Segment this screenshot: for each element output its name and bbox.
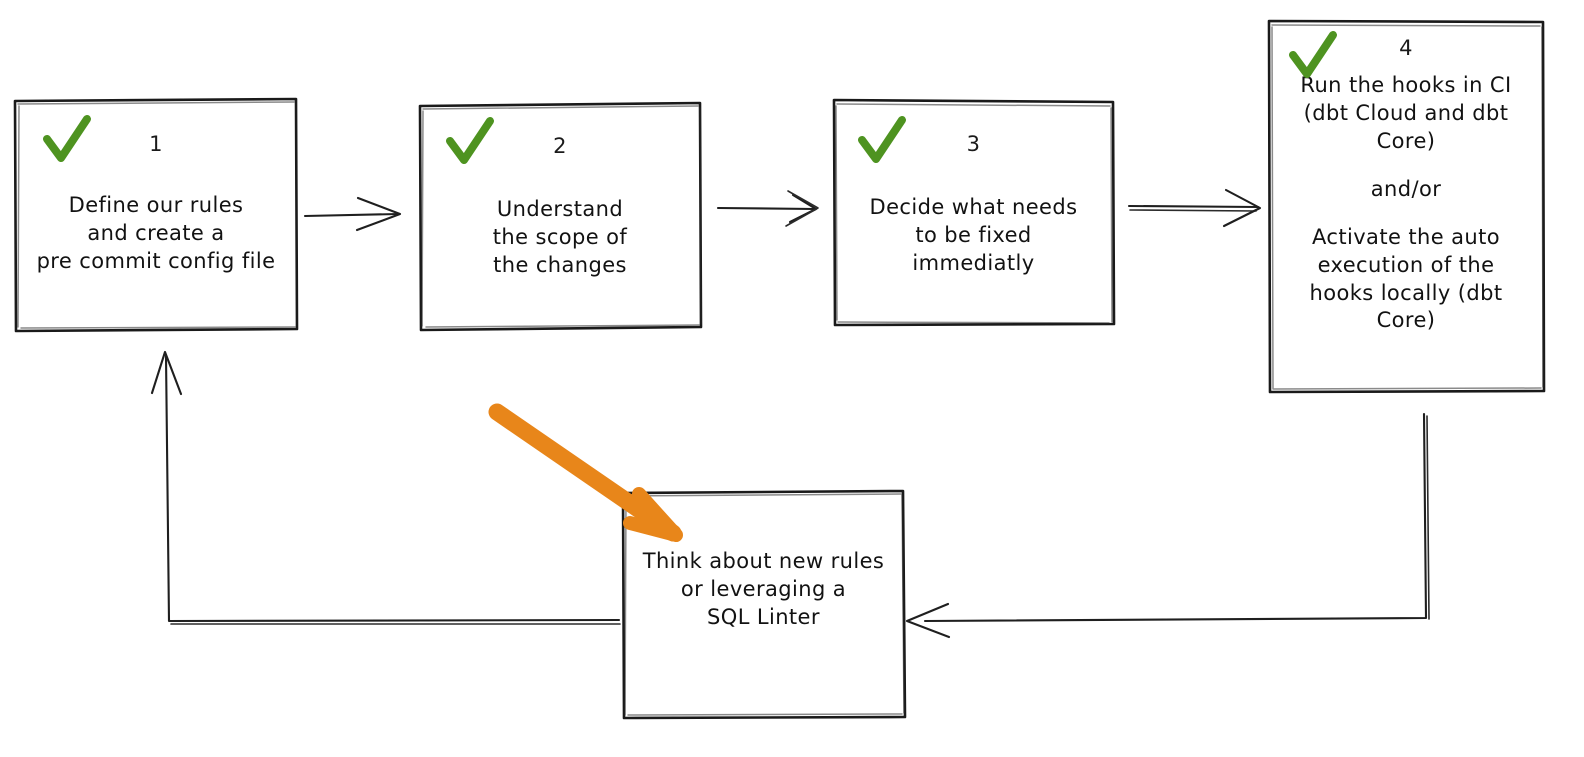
node-box-step-4[interactable] [1267,19,1546,394]
node-step-4[interactable]: 4 Run the hooks in CI (dbt Cloud and dbt… [1268,20,1544,392]
green-checkmark-icon [858,116,906,163]
node-box-step-loop[interactable] [621,489,907,720]
connector-arrow-loop-to-1 [150,350,621,625]
node-step-3-text: Decide what needs to be fixed immediatly [869,195,1078,275]
node-step-3[interactable]: 3 Decide what needs to be fixed immediat… [833,99,1114,325]
node-step-4-text-conjunction: and/or [1370,176,1442,201]
orange-highlight-arrow [488,403,683,542]
node-step-4-number: 4 [1399,36,1413,60]
node-step-3-number: 3 [966,132,981,156]
node-step-1-number: 1 [149,132,163,156]
node-step-2-text: Understand the scope of the changes [492,197,628,277]
connector-arrow-3-to-4 [1127,188,1262,228]
green-checkmark-icon [446,117,494,164]
node-step-1-text: Define our rules and create a pre commit… [36,193,276,273]
node-step-2[interactable]: 2 Understand the scope of the changes [419,104,701,328]
node-step-1[interactable]: 1 Define our rules and create a pre comm… [14,100,298,330]
connector-arrow-2-to-3 [716,190,819,227]
node-step-4-text-secondary: Activate the auto execution of the hooks… [1309,224,1503,333]
node-box-step-3[interactable] [832,98,1116,327]
node-step-loop[interactable]: Think about new rules or leveraging a SQ… [622,492,905,718]
node-box-step-1[interactable] [13,97,299,333]
connector-arrow-4-to-loop [905,412,1430,639]
node-step-loop-text: Think about new rules or leveraging a SQ… [642,549,885,629]
green-checkmark-icon [1289,31,1337,78]
connector-arrow-1-to-2 [303,196,402,232]
node-step-2-number: 2 [553,134,567,158]
node-step-4-text-primary: Run the hooks in CI (dbt Cloud and dbt C… [1300,73,1512,153]
node-box-step-2[interactable] [418,101,703,332]
green-checkmark-icon [43,115,91,162]
